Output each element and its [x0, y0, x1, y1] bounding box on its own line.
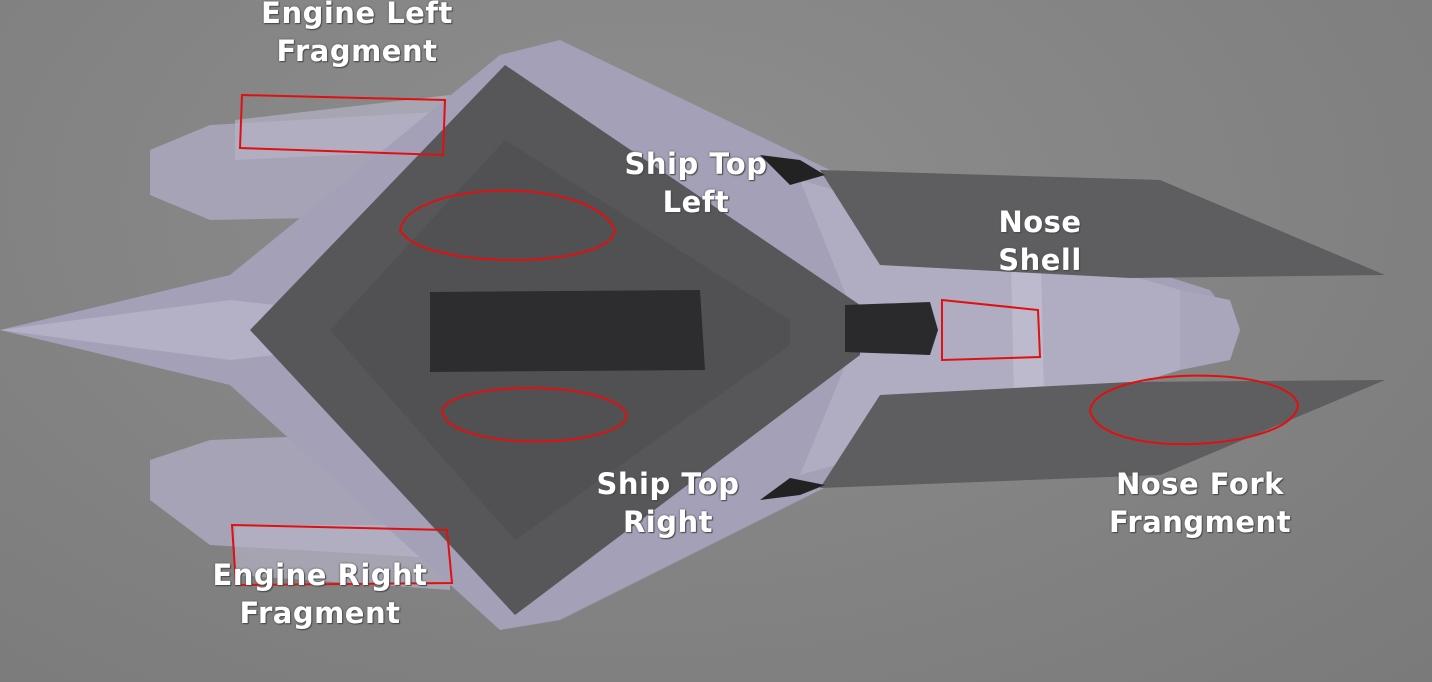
engine-right-marker: [230, 523, 454, 587]
engine-left-label: Engine Left Fragment: [261, 0, 453, 68]
annotation-marks: [230, 93, 1300, 587]
nose-fork-marker: [1088, 374, 1300, 446]
ship-top-left-marker: [398, 189, 617, 261]
engine-left-marker: [238, 93, 447, 157]
ship-top-plate: [250, 65, 938, 615]
ship-top-right-marker: [440, 387, 629, 443]
wing-clamps: [760, 155, 825, 500]
nose-shell-label: Nose Shell: [998, 205, 1082, 277]
nose-shell-marker: [941, 298, 1042, 362]
engine-right-label: Engine Right Fragment: [212, 558, 428, 630]
ship-top-right-label: Ship Top Right: [596, 467, 740, 539]
nose-fork-blades: [820, 170, 1385, 488]
nose-fork-label: Nose Fork Frangment: [1108, 467, 1292, 539]
ship-top-left-label: Ship Top Left: [624, 147, 768, 219]
